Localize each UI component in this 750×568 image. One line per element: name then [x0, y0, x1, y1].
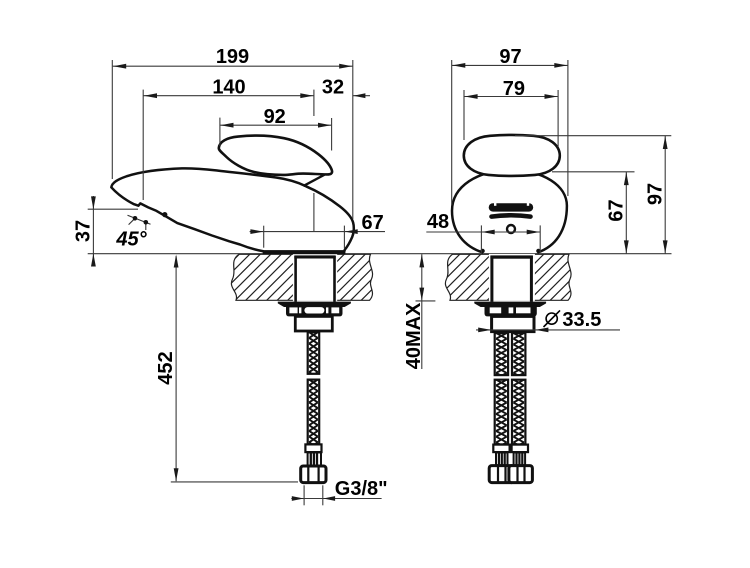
svg-text:97: 97	[499, 46, 521, 68]
svg-text:97: 97	[645, 183, 667, 205]
svg-text:32: 32	[322, 77, 344, 99]
svg-text:37: 37	[73, 220, 95, 242]
svg-text:67: 67	[606, 199, 628, 221]
svg-text:452: 452	[155, 351, 177, 384]
svg-text:45°: 45°	[115, 229, 147, 251]
svg-text:40MAX: 40MAX	[403, 302, 425, 369]
svg-text:G3/8": G3/8"	[335, 478, 388, 500]
svg-text:140: 140	[212, 77, 245, 99]
svg-text:33.5: 33.5	[562, 309, 601, 331]
svg-text:79: 79	[503, 78, 525, 100]
svg-text:199: 199	[216, 46, 249, 68]
svg-text:67: 67	[361, 212, 383, 234]
svg-text:92: 92	[264, 106, 286, 128]
svg-text:48: 48	[427, 211, 449, 233]
